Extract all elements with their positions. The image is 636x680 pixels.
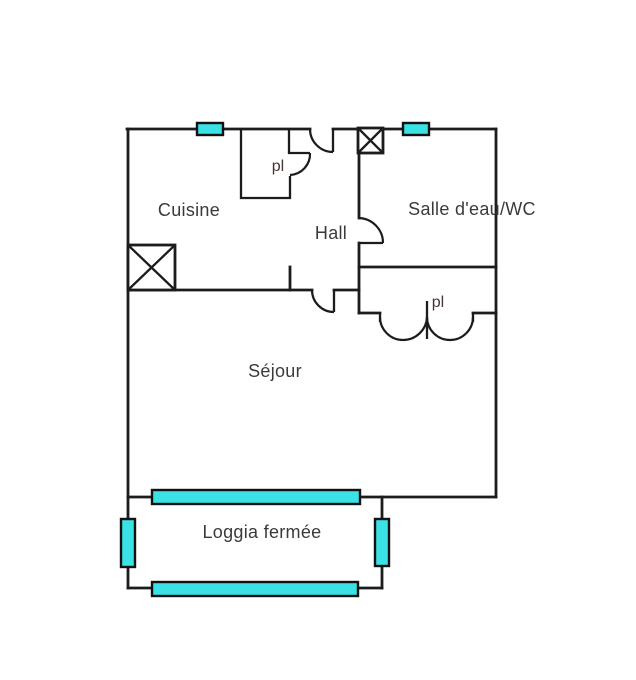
entry-closet-door-arc — [289, 152, 312, 177]
bifold-arc-2 — [402, 316, 429, 342]
room-label-sejour: Séjour — [248, 361, 302, 381]
bifold-arc-4 — [449, 316, 475, 342]
bifold-arc-3 — [425, 316, 451, 342]
bathroom-door — [358, 216, 385, 245]
room-label-loggia: Loggia fermée — [203, 522, 322, 542]
entry-door — [308, 128, 335, 154]
duct-symbol-kitchen — [126, 243, 177, 292]
windows — [119, 121, 431, 598]
sejour-door — [310, 289, 336, 314]
duct-kitchen-cross-icon — [127, 244, 176, 291]
sejour-door-arc — [310, 289, 335, 314]
bathroom-door-arc — [358, 216, 385, 244]
outer-walls — [125, 127, 498, 590]
window-bathroom-top — [401, 121, 431, 137]
window-loggia-right — [373, 517, 391, 568]
bifold-arc-1 — [378, 316, 404, 342]
entry-closet — [239, 129, 312, 200]
entry-closet-door-jamb — [287, 129, 310, 155]
room-label-cuisine: Cuisine — [158, 200, 220, 220]
room-labels: Cuisine Hall Salle d'eau/WC Séjour Loggi… — [158, 158, 536, 542]
entry-door-arc — [308, 128, 334, 154]
room-label-salle-eau-wc: Salle d'eau/WC — [408, 199, 536, 219]
closet-bifold-doors — [378, 301, 475, 342]
entry-closet-walls — [239, 129, 292, 200]
closet-label-entry: pl — [272, 158, 284, 175]
window-loggia-bottom — [150, 580, 360, 598]
window-cuisine-top — [195, 121, 225, 137]
duct-entry-cross-icon — [357, 127, 384, 154]
closet-label-sejour: pl — [432, 294, 444, 311]
window-sejour-loggia — [150, 488, 362, 506]
window-loggia-left — [119, 517, 137, 569]
room-label-hall: Hall — [315, 223, 347, 243]
duct-symbol-entry — [356, 126, 385, 155]
